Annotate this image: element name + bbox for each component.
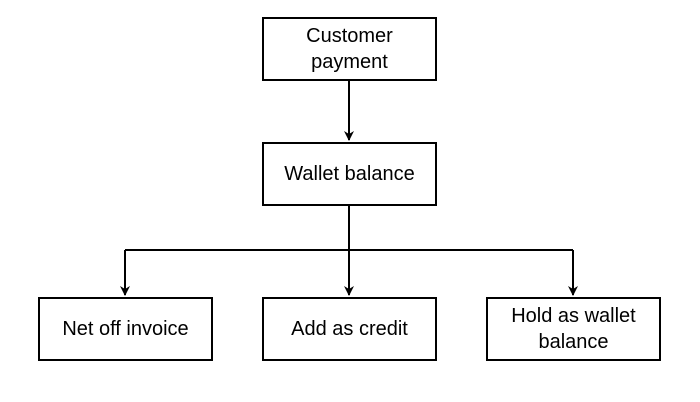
node-customer-payment-line2: payment [311,51,388,73]
node-hold-as-wallet-balance-line1: Hold as wallet [511,305,636,327]
node-hold-as-wallet-balance-line2: balance [538,331,609,353]
node-wallet-balance-label: Wallet balance [284,163,415,185]
node-hold-as-wallet-balance: Hold as wallet balance [486,297,661,361]
node-customer-payment-line1: Customer [306,25,393,47]
node-net-off-invoice-label: Net off invoice [62,318,189,340]
node-net-off-invoice: Net off invoice [38,297,213,361]
node-add-as-credit-label: Add as credit [291,318,408,340]
node-add-as-credit: Add as credit [262,297,437,361]
node-wallet-balance: Wallet balance [262,142,437,206]
node-customer-payment: Customer payment [262,17,437,81]
